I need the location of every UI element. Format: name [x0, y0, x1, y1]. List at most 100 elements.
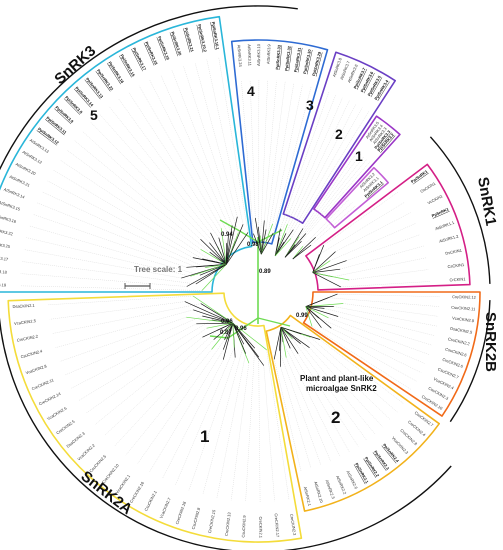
family-arc-snrk1 [429, 136, 491, 284]
leaf-leader [338, 316, 433, 346]
leaf-label: CsuCKIN2.2 [448, 336, 472, 346]
leaf-label: DsaCKIN2.5 [450, 326, 474, 335]
tree-branch [206, 322, 233, 329]
tree-branch [280, 326, 301, 344]
leaf-leader [279, 94, 336, 238]
leaf-leader [263, 365, 275, 502]
tree-branch [305, 306, 332, 329]
tree-branch [274, 229, 294, 257]
leaf-leader [32, 214, 187, 268]
leaf-leader [272, 84, 303, 225]
leaf-leader [118, 98, 219, 238]
leaf-label: AtSnRK1.2 [439, 233, 460, 243]
leaf-label: DsCKIN1 [445, 247, 463, 255]
leaf-leader [321, 327, 417, 382]
leaf-label: CreCKIN2.11 [31, 377, 55, 391]
leaf-label: AtSnRK3.16 [0, 213, 18, 224]
leaf-leader [305, 158, 368, 234]
clade-number-snrk3-4: 4 [247, 83, 255, 99]
leaf-label: CsuCKIN2.8 [190, 506, 201, 530]
clade-outline-snrk3-1 [325, 166, 389, 229]
tree-branch [232, 323, 235, 348]
support-value: 0.94 [221, 232, 233, 238]
leaf-leader [49, 301, 185, 320]
leaf-leader [340, 281, 430, 288]
tree-branch [200, 239, 227, 265]
leaf-leader [183, 65, 239, 233]
leaf-leader [302, 199, 350, 247]
leaf-label: PpiSnRK3.21 [184, 27, 196, 53]
tree-branch [305, 303, 344, 307]
leaf-label: AtSnRK3.10 [256, 43, 261, 66]
tree-branch [280, 326, 302, 335]
tree-branch [274, 233, 287, 257]
leaf-leader [315, 202, 353, 238]
leaf-leader [241, 80, 254, 234]
tree-branch [225, 234, 229, 265]
tree-branch [305, 306, 322, 328]
tree-branch [211, 260, 227, 265]
leaf-label: CsuCKIN2.1 [143, 489, 158, 512]
tree-branch [312, 272, 350, 281]
leaf-label: PpiSnRK3.17 [132, 47, 148, 72]
tree-annotations: SnRK3 SnRK1 SnRK2B SnRK2A 5 4 3 2 1 1 2 … [51, 42, 499, 518]
leaf-leader [175, 347, 235, 486]
tree-branch [232, 322, 245, 345]
leaf-leader [294, 156, 365, 245]
tree-branch [284, 241, 302, 258]
leaf-label: CreCKIN2.3 [289, 514, 297, 537]
leaf-label: CreCKIN2.6 [442, 357, 465, 369]
leaf-label: CreCKIN2.17 [274, 513, 281, 538]
leaf-label: AtSnRK3.12 [21, 149, 43, 165]
tree-trunk-branch [219, 219, 259, 243]
leaf-leader [266, 349, 290, 500]
leaf-leader [90, 122, 210, 243]
leaf-label: AtSnRK3.22 [0, 227, 14, 237]
tree-branch [190, 264, 227, 277]
tree-trunk-branch [209, 317, 259, 339]
tree-branch [195, 264, 227, 285]
leaf-leader [26, 237, 191, 277]
leaf-label: DsaCKIN2.3 [65, 430, 86, 448]
leaf-label: CsuCKIN2.9 [241, 514, 247, 537]
leaf-leader [42, 191, 206, 268]
tree-branch [260, 223, 273, 255]
support-value: 0.87 [220, 330, 232, 336]
leaf-label: PpiSnRK3.33 [275, 44, 282, 70]
leaf-leader [319, 201, 405, 255]
leaf-leader [74, 140, 210, 253]
leaf-leader [300, 343, 376, 435]
tree-branch [201, 264, 227, 291]
leaf-leader [82, 131, 201, 240]
leaf-leader [29, 225, 201, 276]
leaf-label: PpiSnRK3.30 [302, 48, 312, 74]
leaf-label: CreCKIN2.18 [174, 500, 187, 525]
leaf-leader [309, 347, 384, 428]
tree-branch [196, 322, 233, 325]
leaf-leader [282, 342, 341, 457]
tree-branch [280, 326, 293, 340]
tree-branch [312, 251, 336, 273]
leaf-label: AtSnRK2.3 [324, 479, 336, 500]
leaf-label: AtSnRK3.8 [331, 56, 343, 77]
leaf-label: AtSnRK3.20 [15, 162, 37, 177]
leaf-label: AtSnRK3.14 [3, 187, 26, 200]
leaf-leader [335, 212, 411, 252]
leaf-leader [162, 359, 224, 479]
tree-branch [202, 315, 233, 324]
tree-branch [280, 326, 310, 348]
leaf-leader [47, 180, 193, 258]
leaf-label: CsuCKIN2.6 [445, 346, 468, 358]
leaf-leader [297, 353, 359, 447]
tree-branch [274, 224, 288, 257]
leaf-leader [301, 333, 391, 420]
leaf-label: VcaCKIN2.6 [46, 405, 68, 421]
tree-branch [292, 245, 304, 260]
tree-branch [260, 229, 267, 255]
leaf-label: VcaCKIN2.8 [25, 363, 48, 375]
tree-branch [199, 264, 227, 276]
tree-branch [305, 306, 329, 319]
leaf-leader [331, 328, 422, 373]
family-label-snrk2b: SnRK2B [482, 312, 499, 372]
